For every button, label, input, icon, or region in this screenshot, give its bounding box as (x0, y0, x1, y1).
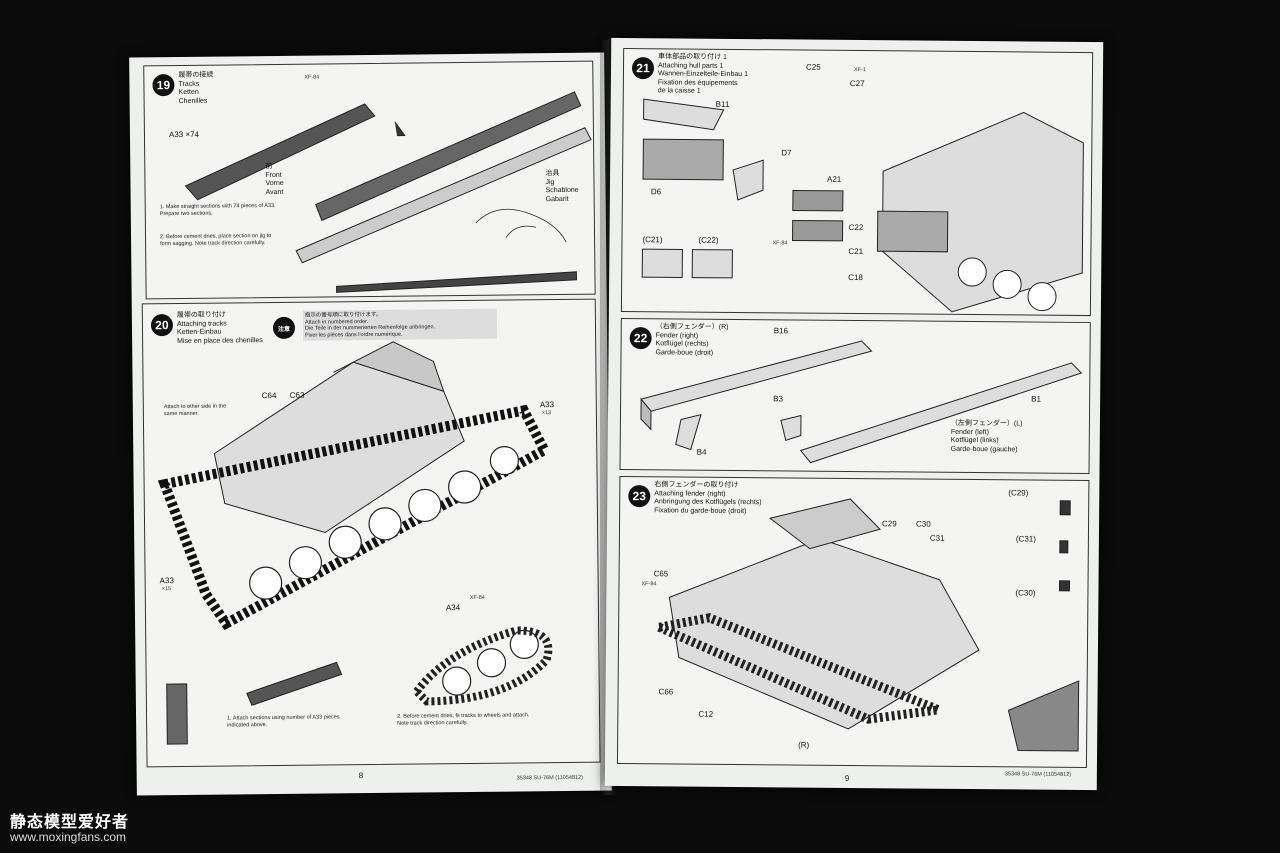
part-label: (C31) (1015, 534, 1036, 544)
paint-code: XF-84 (641, 581, 657, 588)
part-label: C65 (653, 569, 669, 579)
part-label: A33 ×74 (168, 129, 200, 140)
part-label: (R) (798, 740, 810, 750)
part-label: C66 (658, 687, 674, 697)
jig-label: 治具 Jig Schablone Gabarit (545, 170, 579, 203)
part-label: A33 (159, 576, 174, 586)
step-19-title: 履帯の接続 Tracks Ketten Chenilles (178, 71, 214, 105)
step-number-23: 23 (628, 485, 651, 508)
part-label: C27 (849, 78, 865, 89)
paint-code: XF-1 (853, 66, 866, 74)
step-19-panel: 19 履帯の接続 Tracks Ketten Chenilles A33 ×74… (143, 60, 596, 300)
watermark-url: www.moxingfans.com (10, 830, 127, 844)
step-19-note-2: 2. Before cement dries, place section on… (160, 233, 272, 247)
paint-code: XF-84 (772, 240, 788, 247)
step-22-panel: 22 （右側フェンダー）(R) Fender (right) Kotflügel… (619, 317, 1091, 475)
paint-code: XF-84 (304, 74, 320, 81)
part-label: B16 (773, 326, 788, 336)
front-label: 前 Front Vorne Avant (265, 163, 284, 196)
part-label: (C21) (642, 235, 663, 245)
step-20-note-1: 1. Attach sections using number of A33 p… (227, 714, 340, 729)
instruction-page-left: 19 履帯の接続 Tracks Ketten Chenilles A33 ×74… (129, 52, 612, 796)
step-21-title: 車体部品の取り付け 1 Attaching hull parts 1 Wanne… (657, 53, 749, 95)
page-number: 9 (844, 773, 850, 783)
notice-text: 指示の番号順に取り付けます。 Attach in numbered order.… (302, 308, 498, 341)
notice-badge: 注意 (272, 316, 296, 340)
part-count: ×13 (541, 410, 552, 417)
part-label: B1 (1031, 394, 1041, 404)
part-label: D7 (781, 148, 792, 158)
step-20-title: 履帯の取り付け Attaching tracks Ketten-Einbau M… (176, 311, 263, 345)
part-label: (C29) (1008, 488, 1029, 498)
part-label: C21 (848, 246, 864, 257)
page-number: 8 (358, 771, 364, 781)
paint-code: XF-84 (469, 594, 485, 601)
step-23-title: 右側フェンダーの取り付け Attaching fender (right) An… (654, 481, 762, 515)
part-label: B3 (773, 394, 783, 404)
step-20-panel: 20 履帯の取り付け Attaching tracks Ketten-Einba… (141, 298, 601, 768)
part-label: C18 (848, 272, 863, 283)
step-number-19: 19 (152, 74, 175, 97)
fender-illustration (640, 340, 1083, 464)
part-label: A33 (539, 400, 555, 410)
step-21-panel: 21 車体部品の取り付け 1 Attaching hull parts 1 Wa… (620, 47, 1094, 317)
step-number-22: 22 (629, 327, 652, 350)
part-label: C31 (929, 533, 945, 543)
part-label: C25 (805, 62, 821, 72)
part-label: C12 (698, 709, 714, 719)
step-number-20: 20 (150, 314, 174, 337)
part-label: D6 (650, 187, 662, 197)
footer-code: 35348 SU-76M (11054812) (1004, 771, 1072, 778)
step-number-21: 21 (631, 57, 655, 80)
footer-code: 35348 SU-76M (11054812) (516, 774, 583, 782)
part-label: B4 (696, 447, 707, 457)
side-note: Attach to other side in the same manner. (163, 403, 227, 417)
part-label: A21 (827, 174, 842, 184)
part-label: B11 (715, 99, 730, 109)
step-20-note-2: 2. Before cement dries, fit tracks to wh… (397, 712, 530, 727)
tank-track-illustration (157, 341, 553, 745)
part-label: C63 (289, 390, 305, 400)
part-label: C64 (261, 390, 277, 401)
step-22-title: （右側フェンダー）(R) Fender (right) Kotflügel (r… (655, 323, 729, 357)
part-label: A34 (445, 603, 461, 613)
step-19-note-1: 1. Make straight sections with 74 pieces… (159, 202, 276, 217)
part-count: ×15 (161, 586, 172, 593)
part-label: (C22) (698, 235, 719, 245)
instruction-page-right: 21 車体部品の取り付け 1 Attaching hull parts 1 Wa… (604, 37, 1104, 791)
step-23-panel: 23 右側フェンダーの取り付け Attaching fender (right)… (616, 475, 1090, 769)
fender-attachment-illustration (644, 498, 1080, 752)
hull-parts-illustration (641, 98, 1084, 313)
part-label: C22 (848, 222, 864, 233)
part-label: C30 (916, 519, 931, 529)
track-assembly-illustration (184, 91, 592, 293)
part-label: C29 (882, 519, 897, 529)
part-label: (C30) (1015, 588, 1036, 598)
left-fender-label: （左側フェンダー）(L) Fender (left) Kotflügel (li… (950, 419, 1023, 453)
watermark-title: 静态模型爱好者 (10, 814, 130, 831)
